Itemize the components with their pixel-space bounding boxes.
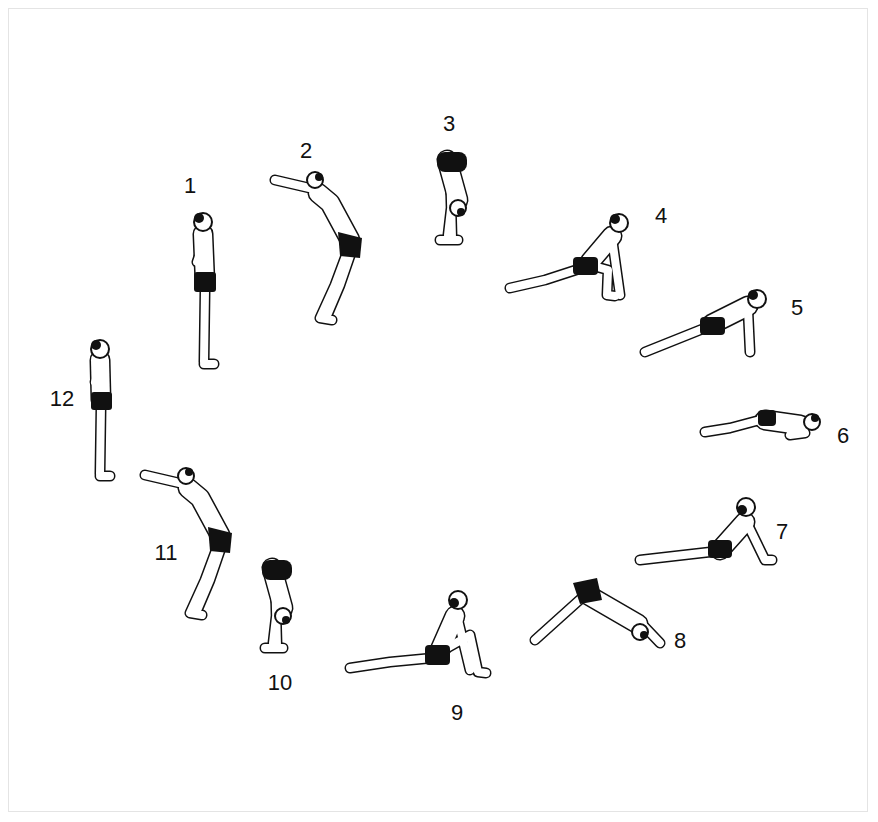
callout-number: 12: [50, 388, 74, 410]
frame: [8, 8, 868, 812]
callout-number: 8: [674, 630, 686, 652]
callout-number: 6: [837, 425, 849, 447]
callout-number: 4: [655, 205, 667, 227]
torso-fill: [100, 160, 800, 650]
figure-outlines: [95, 160, 805, 673]
heads: [91, 172, 820, 640]
callout-number: 9: [451, 702, 463, 724]
callout-number: 1: [184, 175, 196, 197]
callout-number: 11: [155, 542, 178, 564]
callout-number: 3: [443, 113, 455, 135]
callout-number: 7: [776, 521, 788, 543]
callout-number: 5: [791, 297, 803, 319]
shorts: [91, 152, 776, 665]
hair: [91, 173, 819, 639]
callout-number: 2: [300, 140, 312, 162]
callout-number: 10: [268, 672, 292, 694]
